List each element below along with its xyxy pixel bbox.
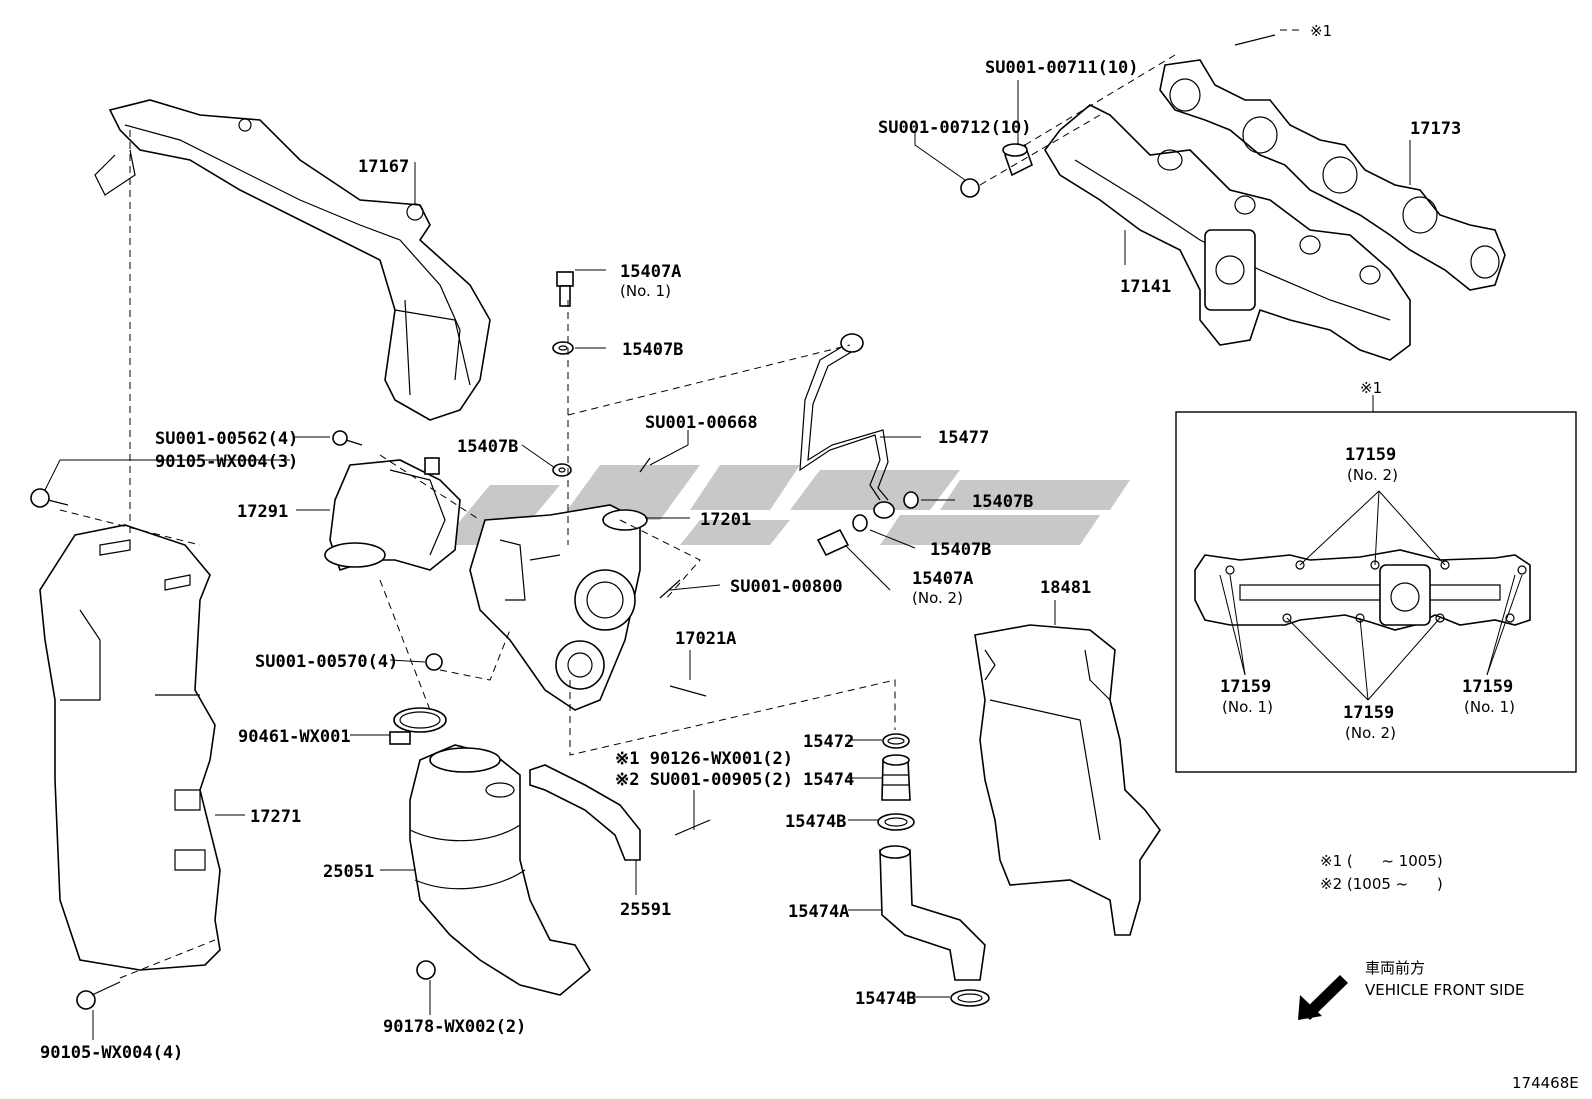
label-25051: 25051 bbox=[323, 862, 374, 882]
label-17141: 17141 bbox=[1120, 277, 1171, 297]
label-17159-no2-top: 17159 bbox=[1345, 445, 1396, 465]
label-15477: 15477 bbox=[938, 428, 989, 448]
bolt-SU001-00562 bbox=[332, 430, 363, 446]
stud-SU001-00668 bbox=[639, 457, 651, 473]
label-15472: 15472 bbox=[803, 732, 854, 752]
washer-15407B-mid bbox=[552, 463, 572, 477]
vehicle-front-en: VEHICLE FRONT SIDE bbox=[1365, 981, 1525, 999]
exhaust-manifold-17141 bbox=[1044, 104, 1411, 361]
label-SU001-00570: SU001-00570(4) bbox=[255, 652, 398, 672]
label-25591: 25591 bbox=[620, 900, 671, 920]
label-90105-WX004-4: 90105-WX004(4) bbox=[40, 1043, 183, 1063]
alignment-lines bbox=[59, 29, 1300, 979]
turbocharger-17201 bbox=[469, 504, 648, 711]
label-SU001-00562: SU001-00562(4) bbox=[155, 429, 298, 449]
label-17173: 17173 bbox=[1410, 119, 1461, 139]
heat-insulator-17167 bbox=[94, 99, 491, 421]
label-17201: 17201 bbox=[700, 510, 751, 530]
bolt-15407A-no1 bbox=[556, 271, 574, 307]
label-15407B-right2: 15407B bbox=[930, 540, 991, 560]
label-90126-WX001: ※1 90126-WX001(2) bbox=[615, 749, 793, 769]
label-mark1-top: ※1 bbox=[1310, 22, 1332, 40]
note-mark2-range: ※2 (1005 ~ ) bbox=[1320, 875, 1443, 893]
gasket-17173 bbox=[1159, 59, 1506, 291]
hose-15474A bbox=[879, 845, 986, 981]
label-17159-no2-bottom-sub: (No. 2) bbox=[1345, 724, 1396, 742]
label-15407B-mid: 15407B bbox=[457, 437, 518, 457]
label-17159-no1-left-sub: (No. 1) bbox=[1222, 698, 1273, 716]
heat-insulator-17271 bbox=[39, 524, 221, 971]
clamp-15474B-upper bbox=[877, 813, 915, 831]
label-15474A: 15474A bbox=[788, 902, 849, 922]
bolt-90105-lower bbox=[76, 981, 121, 1010]
note-mark1-range: ※1 ( ~ 1005) bbox=[1320, 852, 1443, 870]
label-15474B-upper: 15474B bbox=[785, 812, 846, 832]
nut-90178 bbox=[416, 960, 436, 980]
label-90105-WX004-3: 90105-WX004(3) bbox=[155, 452, 298, 472]
detail-box-title: ※1 bbox=[1360, 379, 1382, 397]
elbow-17291 bbox=[324, 457, 461, 572]
label-90461-WX001: 90461-WX001 bbox=[238, 727, 351, 747]
bracket-25591 bbox=[529, 764, 711, 861]
label-SU001-00905: ※2 SU001-00905(2) bbox=[615, 770, 793, 790]
label-15407A-no1: 15407A bbox=[620, 262, 681, 282]
label-17159-no1-left: 17159 bbox=[1220, 677, 1271, 697]
stud-17021A bbox=[669, 685, 707, 697]
label-17159-no1-right-sub: (No. 1) bbox=[1464, 698, 1515, 716]
label-15407B-upper: 15407B bbox=[622, 340, 683, 360]
label-17167: 17167 bbox=[358, 157, 409, 177]
diagram-id: 174468E bbox=[1512, 1074, 1579, 1092]
label-17159-no2-top-sub: (No. 2) bbox=[1347, 466, 1398, 484]
stud-mark1 bbox=[1234, 34, 1276, 46]
label-SU001-00668: SU001-00668 bbox=[645, 413, 758, 433]
label-17159-no2-bottom: 17159 bbox=[1343, 703, 1394, 723]
label-17021A: 17021A bbox=[675, 629, 736, 649]
stud-sleeve-SU001-00711 bbox=[1002, 143, 1033, 177]
catalytic-converter-25051 bbox=[409, 744, 592, 996]
detail-box-mark1 bbox=[1175, 395, 1577, 773]
washer-15407B-upper bbox=[552, 341, 574, 355]
clamp-15474B-lower bbox=[950, 989, 990, 1007]
nut-SU001-00712 bbox=[960, 178, 980, 198]
washers-15407B-right bbox=[816, 491, 919, 557]
label-15407B-right1: 15407B bbox=[972, 492, 1033, 512]
nut-SU001-00570 bbox=[425, 653, 443, 671]
heat-insulator-18481 bbox=[974, 624, 1161, 936]
label-17271: 17271 bbox=[250, 807, 301, 827]
label-SU001-00711: SU001-00711(10) bbox=[985, 58, 1139, 78]
label-SU001-00800: SU001-00800 bbox=[730, 577, 843, 597]
label-SU001-00712: SU001-00712(10) bbox=[878, 118, 1032, 138]
leader-lines bbox=[44, 80, 1411, 1040]
label-17291: 17291 bbox=[237, 502, 288, 522]
label-18481: 18481 bbox=[1040, 578, 1091, 598]
vehicle-front-arrow-icon bbox=[1298, 975, 1348, 1020]
clamp-90461 bbox=[389, 707, 447, 745]
label-15407A-no1-sub: (No. 1) bbox=[620, 282, 671, 300]
label-15407A-no2: 15407A bbox=[912, 569, 973, 589]
vehicle-front-jp: 車両前方 bbox=[1365, 959, 1425, 977]
oil-pipe-15477 bbox=[799, 333, 895, 519]
union-15474 bbox=[881, 754, 911, 801]
label-15407A-no2-sub: (No. 2) bbox=[912, 589, 963, 607]
label-17159-no1-right: 17159 bbox=[1462, 677, 1513, 697]
watermark bbox=[440, 465, 1130, 545]
label-15474: 15474 bbox=[803, 770, 854, 790]
label-15474B-lower: 15474B bbox=[855, 989, 916, 1009]
o-ring-15472 bbox=[882, 733, 910, 749]
label-90178-WX002: 90178-WX002(2) bbox=[383, 1017, 526, 1037]
bolt-90105-upper bbox=[30, 488, 69, 508]
stud-SU001-00800 bbox=[659, 579, 681, 599]
